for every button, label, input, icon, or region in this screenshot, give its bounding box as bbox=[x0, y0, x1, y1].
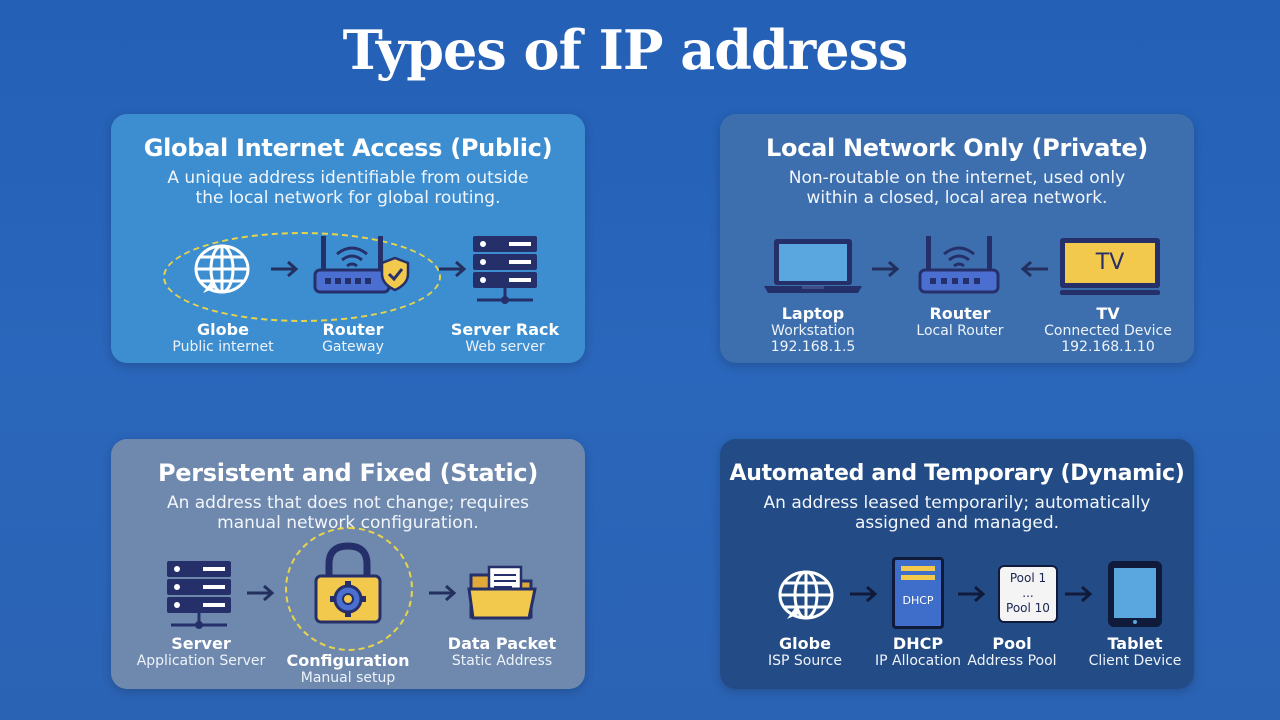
node-subtitle: Manual setup bbox=[300, 670, 396, 686]
panel-static: Persistent and Fixed (Static) An address… bbox=[111, 439, 585, 689]
node-laptop: Laptop Workstation 192.168.1.5 bbox=[733, 304, 893, 356]
globe-router-ellipse bbox=[163, 232, 441, 322]
description-line: within a closed, local area network. bbox=[806, 188, 1108, 208]
node-subtitle: Static Address bbox=[451, 653, 553, 669]
panel-title: Automated and Temporary (Dynamic) bbox=[729, 461, 1185, 486]
tv-icon: TV bbox=[1060, 238, 1160, 300]
description-line: An address that does not change; require… bbox=[166, 493, 530, 513]
node-ip: 192.168.1.5 bbox=[770, 339, 856, 355]
node-tablet: Tablet Client Device bbox=[1075, 634, 1195, 670]
node-subtitle: Client Device bbox=[1088, 653, 1182, 669]
node-server: Server Application Server bbox=[121, 634, 281, 670]
node-server-rack: Server Rack Web server bbox=[425, 320, 585, 356]
arrow-right-icon bbox=[872, 260, 900, 278]
description-line: Non-routable on the internet, used only bbox=[788, 168, 1126, 188]
description-line: An address leased temporarily; automatic… bbox=[763, 493, 1151, 513]
node-subtitle: ISP Source bbox=[768, 653, 842, 669]
pool-line: Pool 10 bbox=[1006, 601, 1050, 615]
node-name: Server bbox=[171, 634, 231, 653]
arrow-right-icon bbox=[439, 260, 467, 278]
server-icon bbox=[167, 561, 231, 629]
node-subtitle: Address Pool bbox=[967, 653, 1057, 669]
panel-description: An address leased temporarily; automatic… bbox=[720, 493, 1194, 533]
arrow-right-icon bbox=[850, 585, 878, 603]
node-name: Data Packet bbox=[447, 634, 557, 653]
folder-document-icon bbox=[467, 565, 537, 620]
panel-title: Local Network Only (Private) bbox=[766, 134, 1148, 162]
laptop-icon bbox=[764, 239, 862, 293]
node-subtitle: Application Server bbox=[136, 653, 266, 669]
panel-private: Local Network Only (Private) Non-routabl… bbox=[720, 114, 1194, 363]
panel-description: An address that does not change; require… bbox=[111, 493, 585, 533]
node-name: Router bbox=[929, 304, 991, 323]
node-name: Globe bbox=[197, 320, 249, 339]
arrow-right-icon bbox=[247, 584, 275, 602]
node-configuration: Configuration Manual setup bbox=[268, 651, 428, 687]
tablet-icon bbox=[1108, 561, 1162, 627]
node-tv: TV Connected Device 192.168.1.10 bbox=[1028, 304, 1188, 356]
panel-title: Global Internet Access (Public) bbox=[143, 134, 553, 162]
lock-gear-icon bbox=[314, 542, 382, 624]
panel-title: Persistent and Fixed (Static) bbox=[157, 459, 538, 487]
node-globe: Globe Public internet bbox=[143, 320, 303, 356]
node-name: TV bbox=[1096, 304, 1120, 323]
arrow-left-icon bbox=[1020, 260, 1048, 278]
node-pool: Pool Address Pool bbox=[957, 634, 1067, 670]
node-data-packet: Data Packet Static Address bbox=[422, 634, 582, 670]
arrow-right-icon bbox=[271, 260, 299, 278]
router-icon bbox=[918, 236, 1000, 294]
node-name: Router bbox=[322, 320, 384, 339]
node-subtitle: Gateway bbox=[322, 339, 384, 355]
node-name: Laptop bbox=[781, 304, 845, 323]
arrow-right-icon bbox=[1065, 585, 1093, 603]
node-subtitle: Public internet bbox=[172, 339, 274, 355]
globe-icon bbox=[778, 570, 834, 620]
node-router: Router Gateway bbox=[273, 320, 433, 356]
pool-line: ... bbox=[1022, 586, 1034, 600]
node-subtitle: Web server bbox=[465, 339, 545, 355]
globe-icon bbox=[194, 244, 250, 294]
description-line: the local network for global routing. bbox=[195, 188, 501, 208]
node-router: Router Local Router bbox=[880, 304, 1040, 340]
dhcp-icon-label: DHCP bbox=[902, 594, 934, 607]
node-subtitle: Workstation bbox=[771, 323, 855, 339]
node-subtitle: Connected Device bbox=[1044, 323, 1172, 339]
node-dhcp: DHCP IP Allocation bbox=[838, 634, 998, 670]
node-name: Globe bbox=[779, 634, 831, 653]
panel-description: A unique address identifiable from outsi… bbox=[111, 168, 585, 208]
node-name: Server Rack bbox=[450, 320, 560, 339]
page-title: Types of IP address bbox=[342, 18, 909, 82]
panel-description: Non-routable on the internet, used only … bbox=[720, 168, 1194, 208]
node-name: Configuration bbox=[286, 651, 410, 670]
server-rack-icon bbox=[473, 236, 537, 304]
router-icon bbox=[313, 236, 410, 294]
arrow-right-icon bbox=[958, 585, 986, 603]
description-line: manual network configuration. bbox=[217, 513, 479, 533]
node-name: Pool bbox=[992, 634, 1032, 653]
arrow-right-icon bbox=[429, 584, 457, 602]
dhcp-server-icon: DHCP bbox=[892, 557, 944, 629]
tv-screen-label: TV bbox=[1065, 243, 1155, 283]
node-subtitle: Local Router bbox=[916, 323, 1004, 339]
lock-dashed-circle bbox=[285, 527, 413, 651]
description-line: A unique address identifiable from outsi… bbox=[167, 168, 529, 188]
panel-public: Global Internet Access (Public) A unique… bbox=[111, 114, 585, 363]
node-name: Tablet bbox=[1107, 634, 1163, 653]
pool-line: Pool 1 bbox=[1009, 571, 1047, 585]
address-pool-icon: Pool 1 ... Pool 10 bbox=[998, 565, 1058, 623]
node-globe: Globe ISP Source bbox=[725, 634, 885, 670]
panel-dynamic: Automated and Temporary (Dynamic) An add… bbox=[720, 439, 1194, 689]
node-ip: 192.168.1.10 bbox=[1061, 339, 1155, 355]
node-subtitle: IP Allocation bbox=[874, 653, 962, 669]
description-line: assigned and managed. bbox=[854, 513, 1060, 533]
node-name: DHCP bbox=[892, 634, 944, 653]
